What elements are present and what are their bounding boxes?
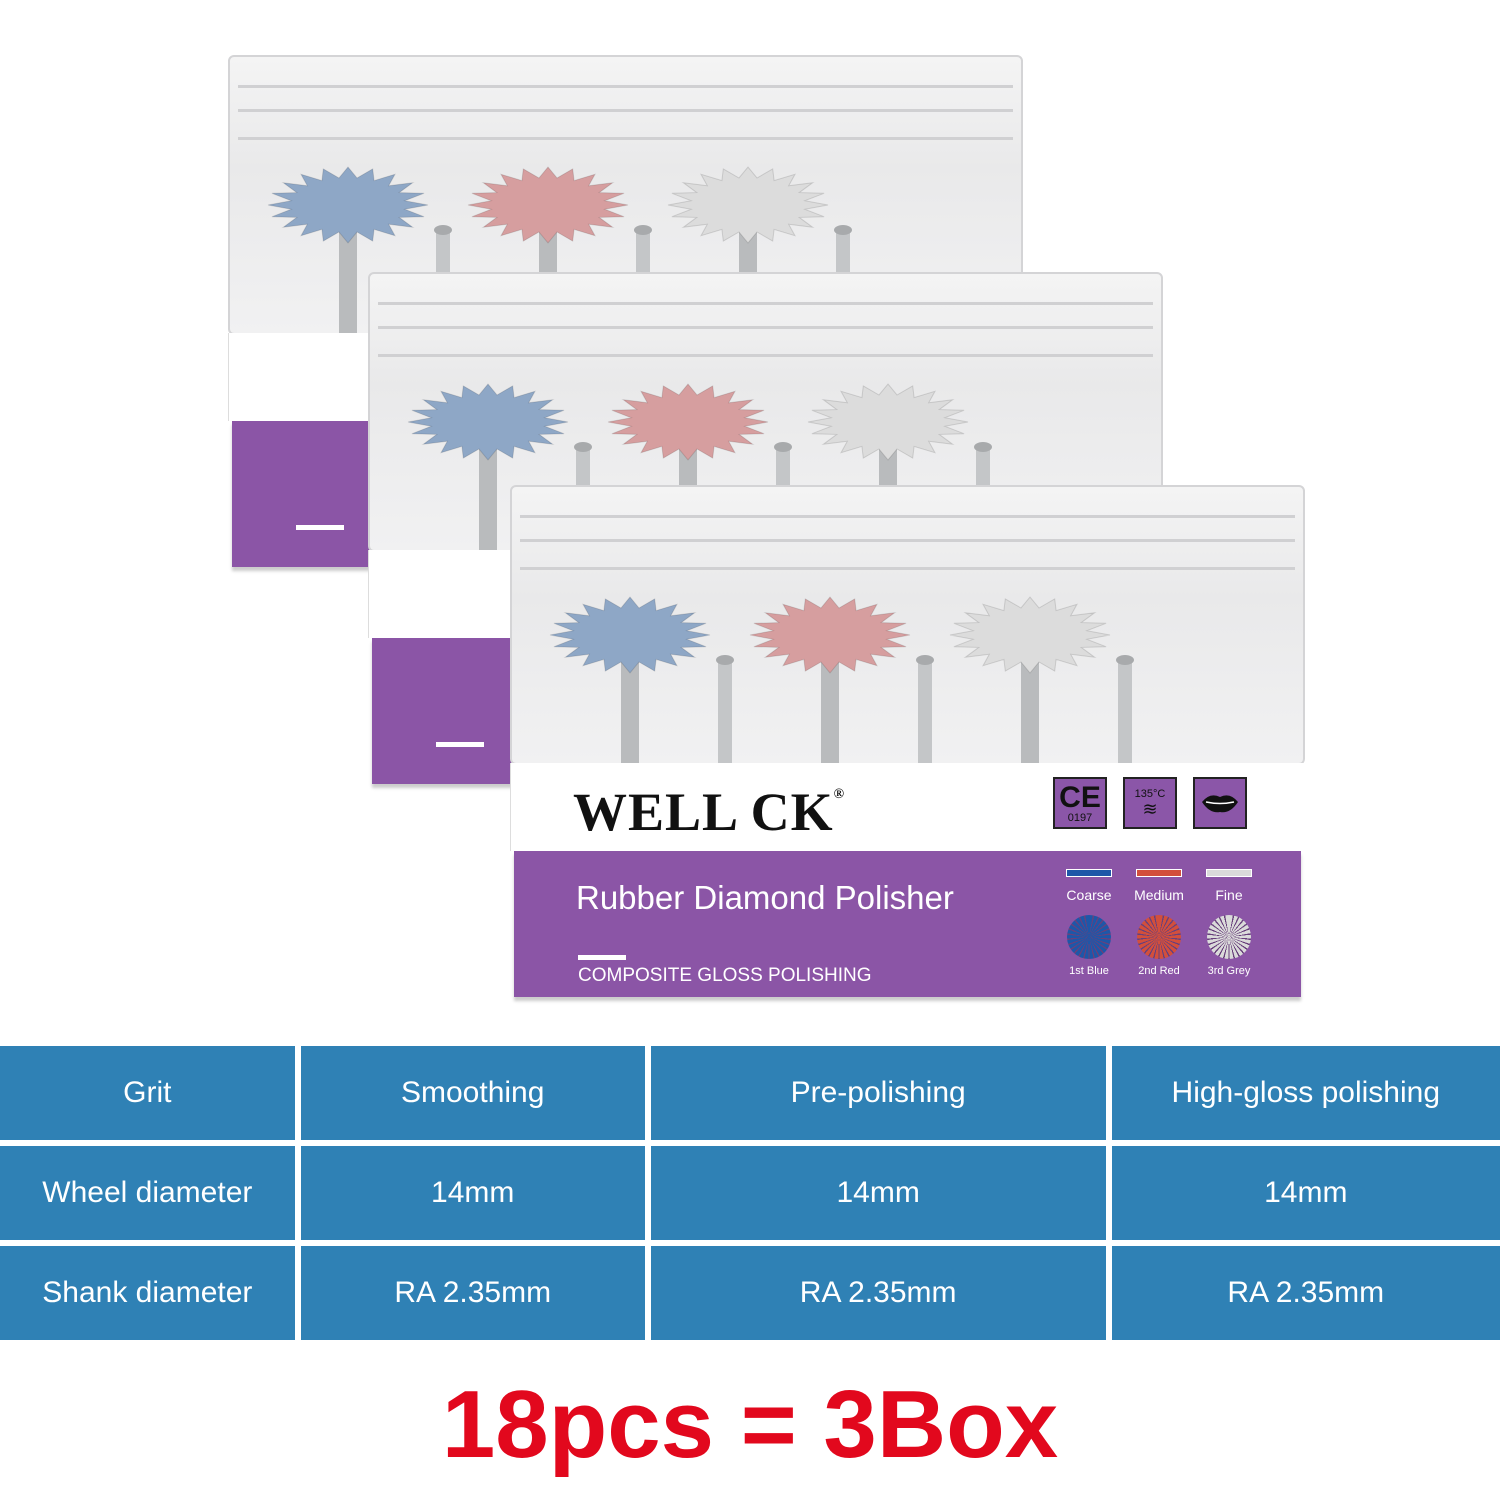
polishing-wheel [549, 596, 711, 674]
product-label: Rubber Diamond Polisher COMPOSITE GLOSS … [514, 851, 1301, 997]
grade-label: Fine [1215, 887, 1243, 903]
autoclave-icon: 135°C≋ [1123, 777, 1177, 829]
table-cell: RA 2.35mm [300, 1246, 645, 1340]
brand-logo: WELL CK® [573, 782, 846, 842]
grade-order: 3rd Grey [1207, 965, 1251, 977]
grade-fine: Fine 3rd Grey [1199, 869, 1259, 977]
table-cell: RA 2.35mm [1111, 1246, 1500, 1340]
polishing-wheel [807, 383, 969, 461]
row-header: Shank diameter [0, 1246, 295, 1340]
polishing-wheel [467, 166, 629, 244]
polishing-wheel [267, 166, 429, 244]
grade-label: Coarse [1066, 887, 1112, 903]
grade-medium: Medium 2nd Red [1129, 869, 1189, 977]
grade-order: 1st Blue [1069, 965, 1109, 977]
wheel-swatch [1207, 915, 1251, 959]
polishing-wheel [749, 596, 911, 674]
quantity-banner: 18pcs = 3Box [441, 1371, 1059, 1478]
grade-order: 2nd Red [1138, 965, 1180, 977]
spare-shank [718, 660, 732, 765]
table-cell: 14mm [650, 1146, 1106, 1240]
clear-case-lid [510, 485, 1305, 765]
product-title: Rubber Diamond Polisher [576, 879, 954, 916]
table-cell: RA 2.35mm [650, 1246, 1106, 1340]
lips-icon [1193, 777, 1247, 829]
polishing-wheel [667, 166, 829, 244]
spare-shank [918, 660, 932, 765]
product-subtitle: COMPOSITE GLOSS POLISHING [578, 965, 872, 986]
polishing-wheels [549, 596, 1134, 765]
table-cell: 14mm [300, 1146, 645, 1240]
polishing-wheel [607, 383, 769, 461]
grade-coarse: Coarse 1st Blue [1059, 869, 1119, 977]
table-cell: Pre-polishing [650, 1046, 1106, 1140]
table-cell: Smoothing [300, 1046, 645, 1140]
spare-shank [1118, 660, 1132, 765]
wheel-swatch [1067, 915, 1111, 959]
row-header: Grit [0, 1046, 295, 1140]
wheel-swatch [1137, 915, 1181, 959]
table-cell: 14mm [1111, 1146, 1500, 1240]
row-header: Wheel diameter [0, 1146, 295, 1240]
grade-label: Medium [1134, 887, 1184, 903]
polishing-wheel [949, 596, 1111, 674]
polishing-wheel [407, 383, 569, 461]
table-cell: High-gloss polishing [1111, 1046, 1500, 1140]
